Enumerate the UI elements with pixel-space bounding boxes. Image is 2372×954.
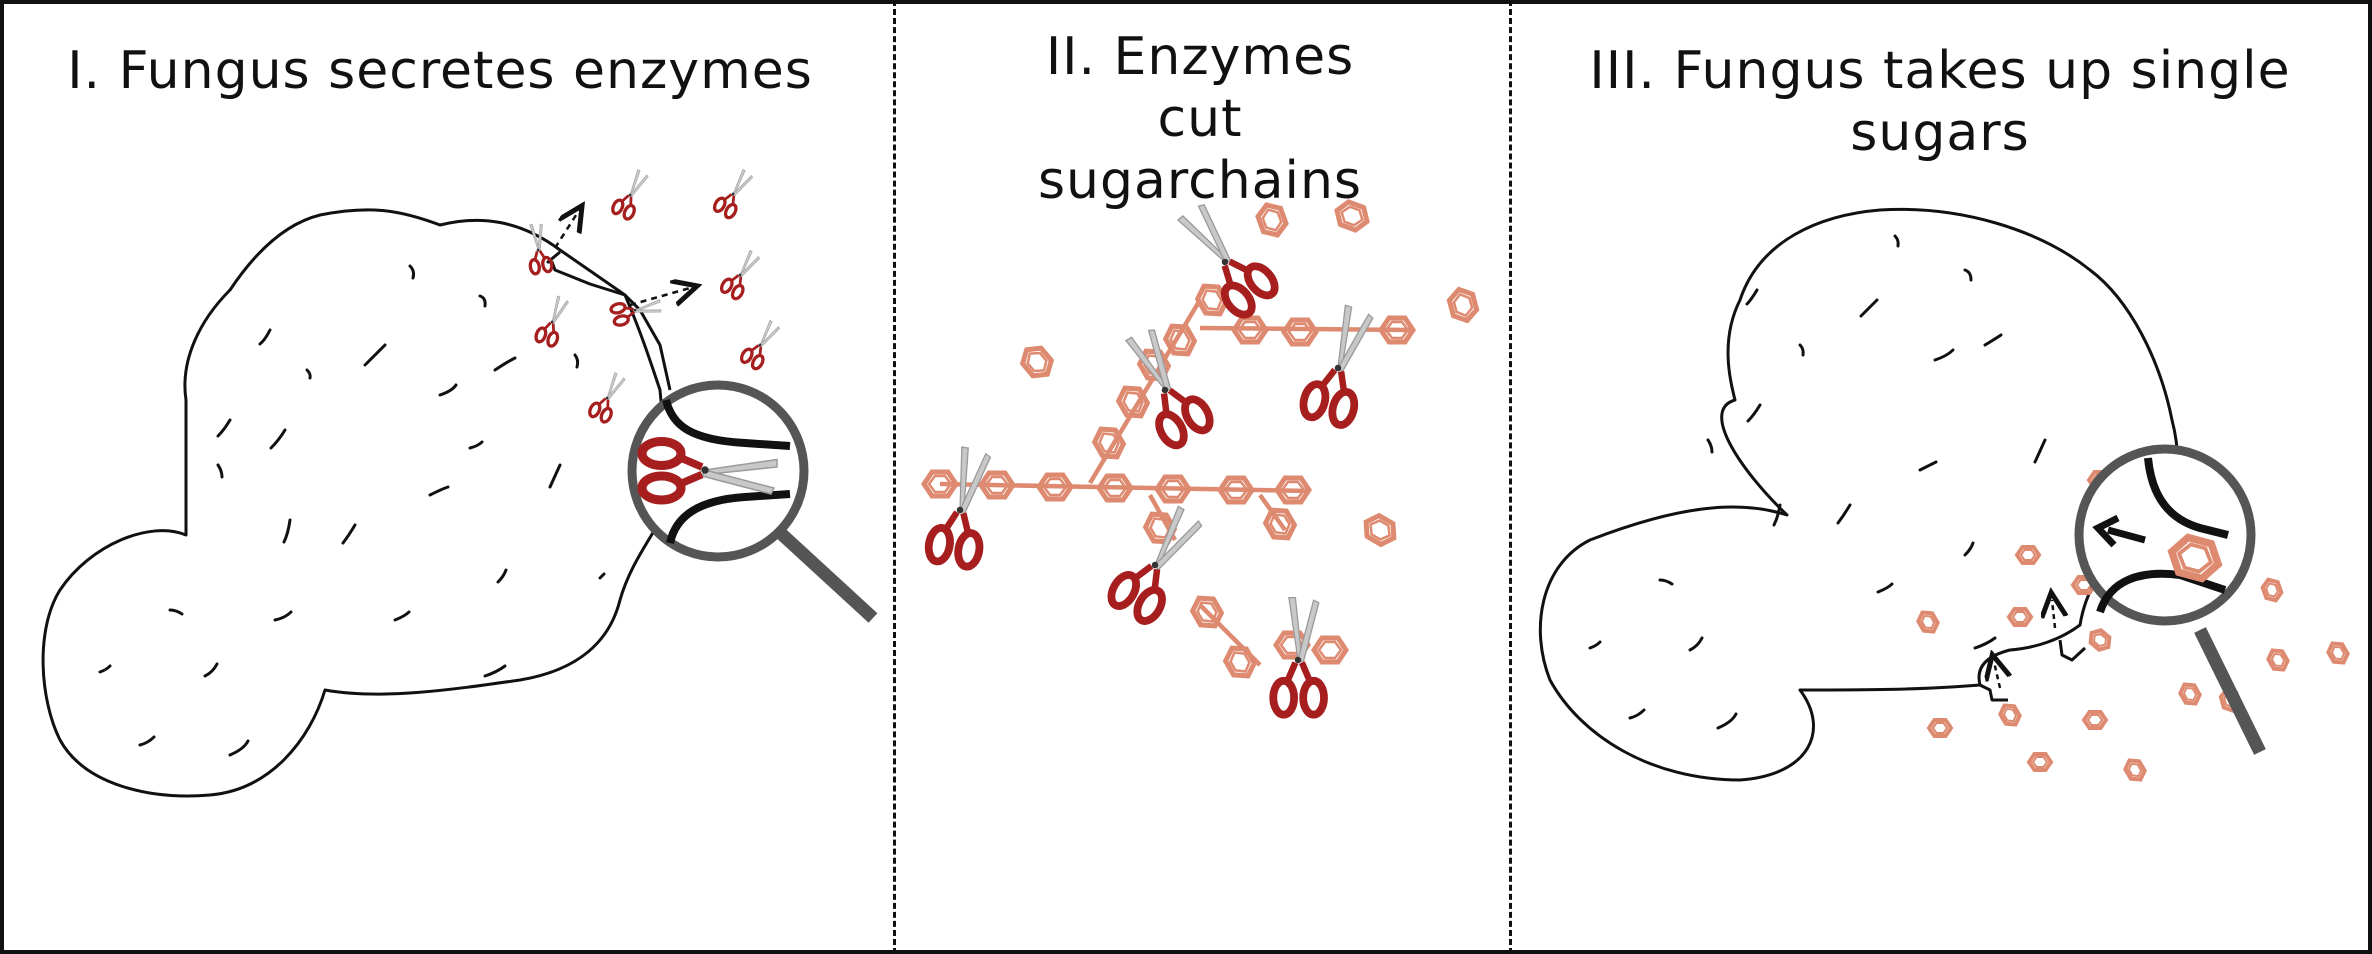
enzymes-cutting (926, 197, 1379, 714)
magnifier-icon (627, 380, 878, 623)
scissors-icon (926, 444, 996, 568)
panel-divider-1 (893, 0, 896, 954)
fungus-texture (98, 264, 606, 757)
scissors-icon (737, 315, 785, 373)
fungus-blob (41, 208, 669, 798)
sugar-chain (924, 199, 1479, 682)
scissors-icon (717, 245, 765, 303)
arrow-icon (553, 212, 578, 249)
hypha-opening (2058, 639, 2087, 662)
panel-3 (1538, 207, 2353, 786)
panel-divider-2 (1509, 0, 1512, 954)
hypha-2 (623, 293, 672, 391)
scissors-icon (532, 291, 574, 350)
fungus-texture (1588, 234, 2047, 730)
arrow-icon (2052, 600, 2055, 629)
panel-1 (41, 164, 878, 798)
scissors-icon (609, 165, 653, 223)
scissors-icon (586, 368, 630, 426)
scissors-icon (1300, 301, 1379, 427)
panel-3-title: III. Fungus takes up single sugars (1589, 41, 2291, 163)
hypha-opening (1979, 683, 2008, 702)
arrow-icon (1994, 662, 2000, 689)
scissors-icon (710, 164, 758, 222)
panel-2 (924, 197, 1479, 714)
panel-2-title: II. Enzymes cut sugarchains (1037, 27, 1363, 211)
magnifier-icon (2074, 444, 2266, 755)
fungus-blob (1538, 207, 2179, 782)
panel-1-title: I. Fungus secretes enzymes (67, 41, 813, 101)
